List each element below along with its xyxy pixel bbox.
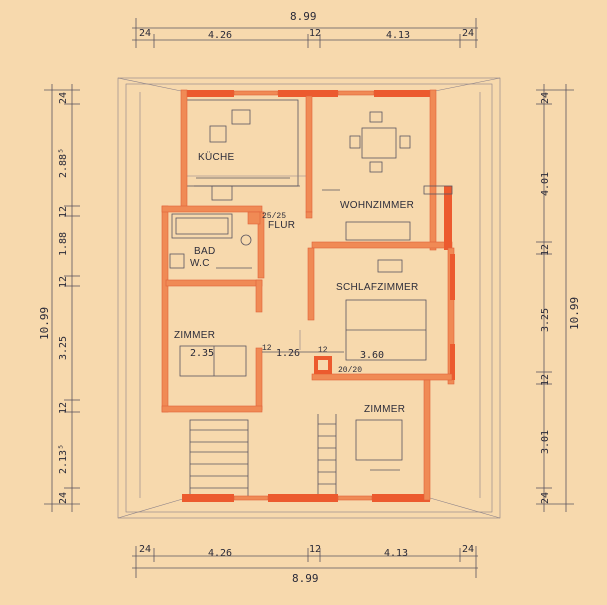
dim-wall-mark-1: 12 (262, 344, 272, 353)
walls (161, 89, 455, 502)
dim-flur-width: 1.26 (276, 348, 300, 359)
chimney-size-2: 20/20 (338, 366, 362, 375)
dim-left-seg-2: 12 (58, 206, 69, 218)
dim-top-seg-4: 24 (462, 28, 474, 39)
dim-bottom-seg-3: 4.13 (384, 548, 408, 559)
roof-outline (117, 77, 501, 519)
dim-right-seg-6: 24 (540, 492, 551, 504)
dim-bottom-seg-0: 24 (139, 544, 151, 555)
dimension-top: 8.99 24 4.26 12 4.13 24 (132, 10, 478, 48)
dim-left-seg-0: 24 (58, 92, 69, 104)
dim-left-seg-3: 1.88 (58, 232, 69, 256)
dim-right-seg-5: 3.01 (540, 430, 551, 454)
dim-left-seg-7: 2.13⁵ (58, 444, 69, 474)
room-labels: KÜCHE WOHNZIMMER FLUR BAD W.C SCHLAFZIMM… (174, 151, 419, 415)
label-wc: W.C (190, 258, 210, 269)
dim-top-seg-0: 24 (139, 28, 151, 39)
label-zimmer-right: ZIMMER (364, 404, 405, 415)
dim-top-seg-1: 4.26 (208, 30, 232, 41)
dimension-right: 24 4.01 12 3.25 12 3.01 24 10.99 (536, 84, 581, 512)
dim-right-seg-4: 12 (540, 374, 551, 386)
label-wohnzimmer: WOHNZIMMER (340, 200, 414, 211)
dim-right-seg-0: 24 (540, 92, 551, 104)
dim-right-seg-1: 4.01 (540, 172, 551, 196)
dim-left-seg-8: 24 (58, 492, 69, 504)
dim-right-seg-2: 12 (540, 244, 551, 256)
label-kueche: KÜCHE (198, 151, 235, 163)
dim-right-seg-3: 3.25 (540, 308, 551, 332)
dim-left-total: 10.99 (38, 307, 51, 340)
chimney-size-1: 25/25 (262, 212, 286, 221)
dim-top-seg-2: 12 (309, 28, 321, 39)
dim-left-seg-5: 3.25 (58, 336, 69, 360)
label-schlafzimmer: SCHLAFZIMMER (336, 282, 419, 293)
dim-bottom-seg-1: 4.26 (208, 548, 232, 559)
dim-bottom-total: 8.99 (292, 572, 319, 585)
dim-left-seg-6: 12 (58, 402, 69, 414)
dim-bottom-seg-2: 12 (309, 544, 321, 555)
dim-wall-mark-2: 12 (318, 346, 328, 355)
label-flur: FLUR (268, 220, 295, 231)
dim-top-total: 8.99 (290, 10, 317, 23)
dim-schlaf-width: 3.60 (360, 350, 384, 361)
dimension-bottom: 24 4.26 12 4.13 24 8.99 (132, 544, 478, 585)
inner-dimensions: 2.35 1.26 3.60 12 12 25/25 20/20 (190, 212, 384, 375)
dim-bottom-seg-4: 24 (462, 544, 474, 555)
dim-right-total: 10.99 (568, 297, 581, 330)
dim-left-seg-4: 12 (58, 276, 69, 288)
dim-top-seg-3: 4.13 (386, 30, 410, 41)
dim-zimmer-width: 2.35 (190, 348, 214, 359)
label-zimmer-left: ZIMMER (174, 330, 215, 341)
dimension-left: 24 2.88⁵ 12 1.88 12 3.25 12 2.13⁵ 24 10.… (38, 84, 80, 512)
dim-left-seg-1: 2.88⁵ (58, 148, 69, 178)
label-bad: BAD (194, 246, 215, 257)
